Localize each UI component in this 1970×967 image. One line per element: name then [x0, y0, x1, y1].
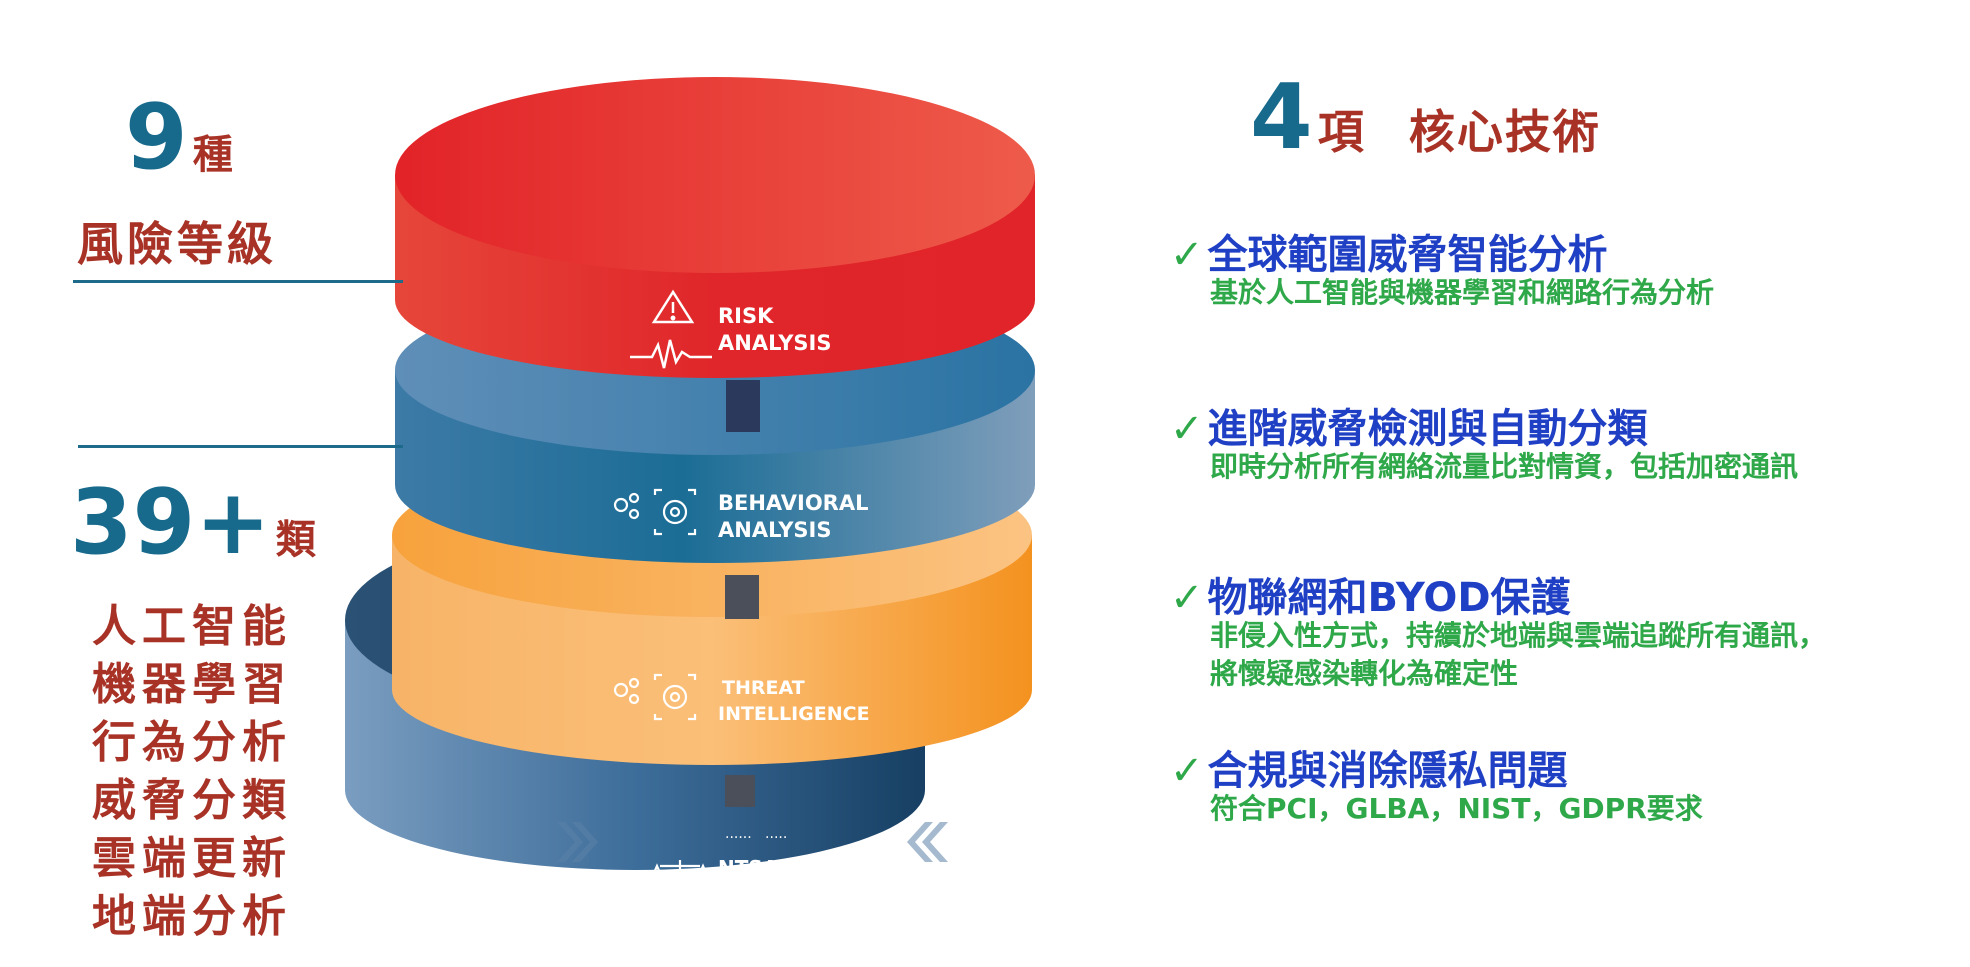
layer-label-line1: NTSA Malicious Threat	[718, 856, 973, 880]
warning-heartbeat-icon	[630, 289, 712, 369]
connector-bar	[725, 575, 759, 619]
risk-levels-label: 風險等級	[77, 217, 277, 271]
svg-text:...... .....: ...... .....	[725, 826, 787, 842]
categories-number: 39+	[70, 470, 271, 575]
list-item: 人工智能	[92, 601, 292, 652]
tech-item-1-title: ✓全球範圍威脅智能分析	[1170, 232, 1608, 278]
tech-item-1-desc: 基於人工智能與機器學習和網路行為分析	[1210, 276, 1715, 309]
layer-label-risk: RISK ANALYSIS	[718, 303, 831, 357]
layer-label-line1: RISK	[718, 304, 774, 328]
tech-item-2-title: ✓進階威脅檢測與自動分類	[1170, 406, 1648, 452]
check-icon: ✓	[1170, 575, 1204, 621]
list-item: 機器學習	[92, 659, 292, 710]
chevron-decoration	[557, 822, 948, 862]
core-tech-unit: 項	[1317, 105, 1364, 159]
tech-item-3-desc-line2: 將懷疑感染轉化為確定性	[1210, 657, 1519, 690]
gears-target-icon	[613, 488, 697, 536]
tech-item-3-desc-line1: 非侵入性方式，持續於地端與雲端追蹤所有通訊，	[1210, 619, 1827, 652]
categories-unit: 類	[275, 517, 316, 563]
layer-label-line2: ANALYSIS	[718, 331, 832, 355]
risk-levels-block: 9 種	[125, 85, 233, 190]
connector-bar	[726, 380, 760, 432]
categories-block: 39+ 類	[70, 470, 316, 575]
connector-bar	[725, 775, 755, 807]
risk-levels-number: 9	[125, 85, 188, 190]
check-icon: ✓	[1170, 232, 1204, 278]
layer-label-line1: THREAT	[722, 677, 805, 699]
tech-item-4-desc: 符合PCI，GLBA，NIST，GDPR要求	[1210, 792, 1703, 825]
layer-label-line2: ANALYSIS	[718, 518, 832, 542]
layer-label-line1: BEHAVIORAL	[718, 491, 869, 515]
list-item: 威脅分類	[92, 775, 292, 826]
tech-item-4-title: ✓合規與消除隱私問題	[1170, 748, 1568, 794]
check-icon: ✓	[1170, 406, 1204, 452]
core-tech-header: 4 項 核心技術	[1250, 65, 1601, 170]
categories-connector-line	[78, 445, 403, 448]
list-item: 雲端更新	[92, 833, 292, 884]
gears-target-icon	[613, 673, 697, 721]
core-tech-number: 4	[1250, 65, 1313, 170]
layer-label-threat: THREAT INTELLIGENCE	[718, 675, 870, 727]
tech-item-2-desc: 即時分析所有網絡流量比對情資，包括加密通訊	[1210, 450, 1799, 483]
risk-levels-unit: 種	[192, 132, 233, 178]
check-icon: ✓	[1170, 748, 1204, 794]
categories-list: 人工智能 機器學習 行為分析 威脅分類 雲端更新 地端分析	[92, 598, 292, 946]
core-tech-title: 核心技術	[1408, 105, 1601, 159]
layer-label-ntsa: NTSA Malicious Threat Detection	[718, 855, 972, 909]
list-item: 行為分析	[92, 717, 292, 768]
layer-label-line2: Detection	[718, 883, 828, 907]
layer-risk-analysis	[395, 77, 1035, 432]
list-item: 地端分析	[92, 891, 292, 942]
layer-label-line2: INTELLIGENCE	[718, 703, 870, 725]
layer-label-behavioral: BEHAVIORAL ANALYSIS	[718, 490, 868, 544]
risk-connector-line	[73, 280, 403, 283]
scales-icon	[648, 860, 712, 897]
tech-item-3-title: ✓物聯網和BYOD保護	[1170, 575, 1571, 621]
